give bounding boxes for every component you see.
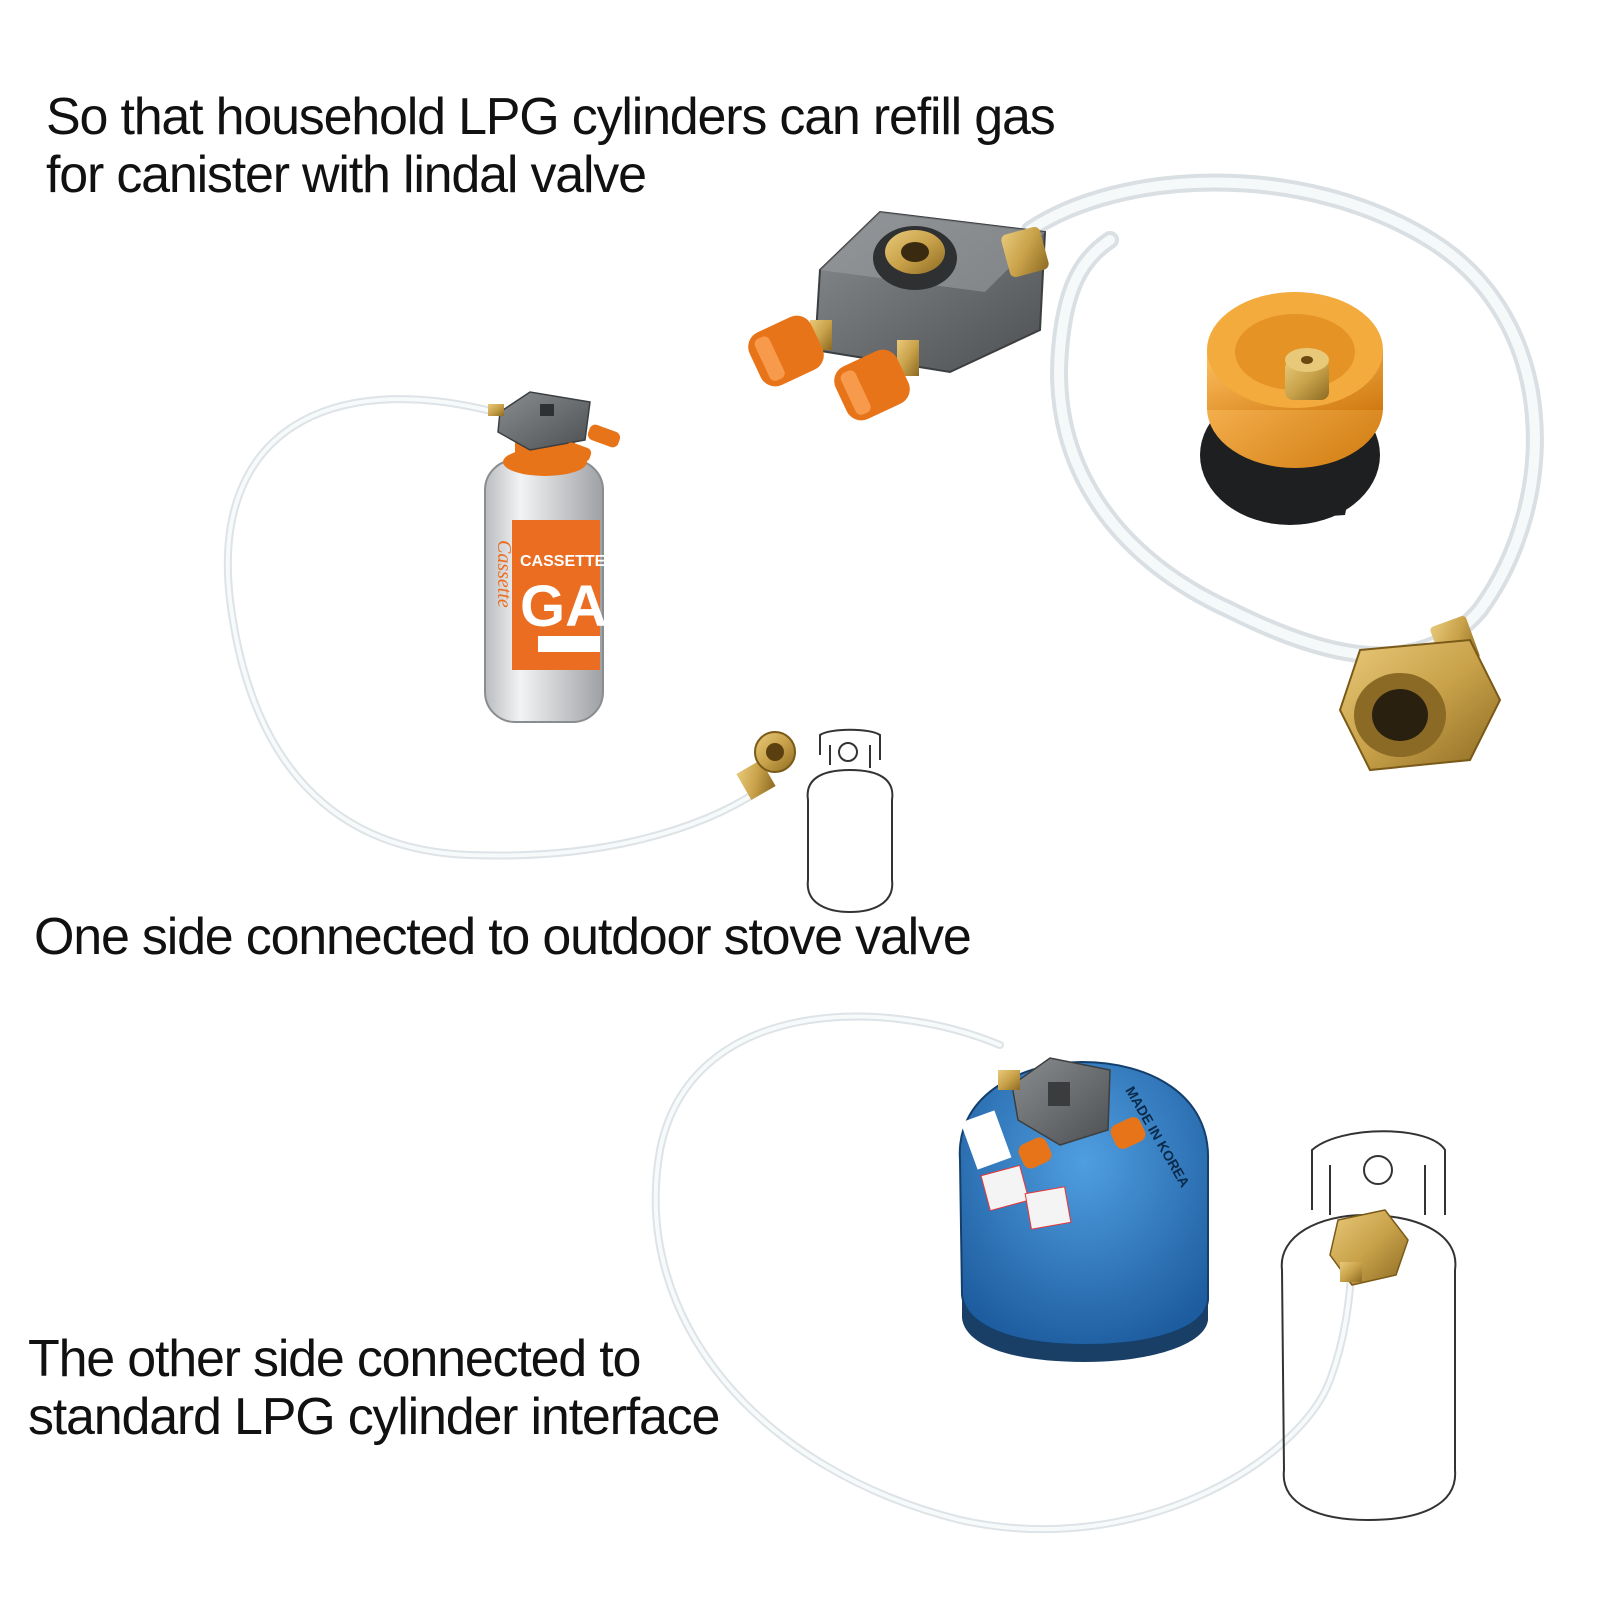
caption-bottom-line1: The other side connected to: [28, 1330, 641, 1388]
caption-middle: One side connected to outdoor stove valv…: [34, 908, 972, 966]
blue-canister-setup: MADE IN KOREA: [651, 1012, 1457, 1533]
lpg-cylinder-outline-icon: [806, 728, 894, 914]
cassette-side-text: Cassette: [493, 540, 515, 608]
caption-bottom-line2: standard LPG cylinder interface: [28, 1388, 720, 1447]
lpg-brass-connector-small: [1329, 1209, 1409, 1286]
lpg-cylinder-outline-icon: [1280, 1130, 1457, 1522]
caption-top-line2: for canister with lindal valve: [46, 146, 647, 205]
lindal-adapter: [1200, 292, 1383, 525]
caption-top: So that household LPG cylinders can refi…: [46, 88, 1056, 205]
top-kit: [748, 173, 1544, 772]
cassette-setup: Cassette CASSETTE GA: [223, 391, 894, 914]
lpg-brass-connector: [1338, 616, 1502, 772]
cassette-big-text: GA: [520, 574, 607, 639]
orange-knob-right: [834, 340, 919, 421]
orange-knob-left: [748, 315, 832, 387]
caption-top-line1: So that household LPG cylinders can refi…: [46, 88, 1056, 146]
caption-bottom: The other side connected to standard LPG…: [28, 1330, 720, 1447]
cassette-brand-text: CASSETTE: [520, 553, 606, 570]
